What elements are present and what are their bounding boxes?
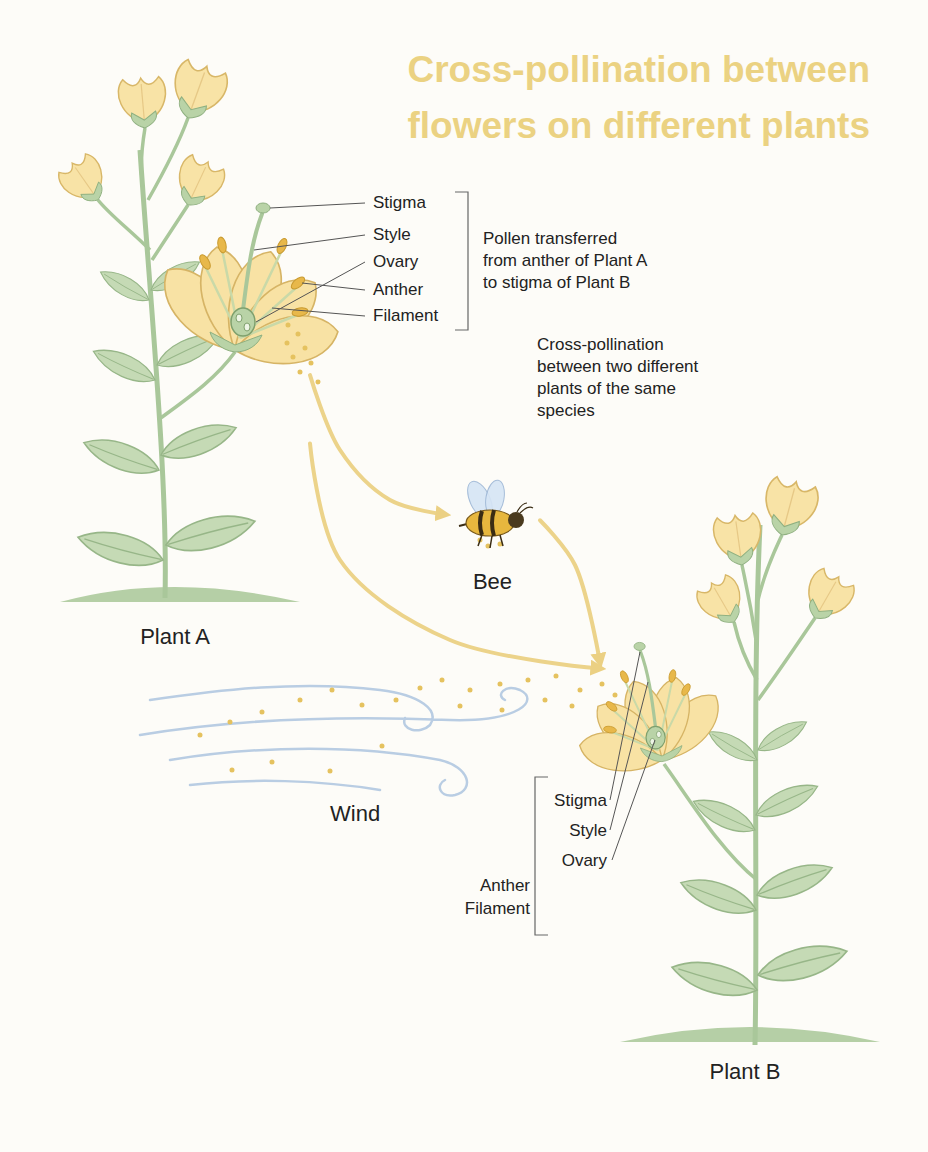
leaf [754, 937, 850, 989]
part-label: Style [480, 820, 607, 842]
part-label: Ovary [373, 251, 463, 273]
part-label: Style [373, 224, 463, 246]
pollen-path-arrow [540, 520, 600, 662]
leaf [676, 871, 760, 922]
agent-label: Wind [330, 801, 410, 827]
leader-lines [254, 203, 365, 322]
small-flower [55, 151, 116, 212]
leader-lines [610, 652, 655, 860]
leaf [753, 856, 837, 907]
leaf [89, 341, 160, 389]
bee-head [508, 512, 524, 528]
small-flower [164, 57, 232, 126]
part-label: Anther [420, 875, 530, 897]
plant-node: Plant B [600, 490, 890, 1085]
leaf [754, 714, 811, 757]
part-label: Filament [420, 898, 530, 920]
leaf [751, 776, 822, 824]
part-label: Stigma [480, 790, 607, 812]
pollen-path-arrow [310, 444, 600, 669]
bee-body [466, 510, 514, 536]
bee-legs [478, 535, 503, 548]
leaf [668, 954, 760, 1004]
part-label: Ovary [480, 850, 607, 872]
stem [755, 525, 760, 1045]
open-flower [150, 203, 342, 373]
bracket [535, 777, 548, 935]
plant-node: Plant A [40, 60, 310, 650]
small-flower [693, 572, 752, 632]
diagram-title: Cross-pollination between flowers on dif… [390, 42, 870, 154]
pollinator-node: Bee [445, 480, 540, 595]
bee-illustration [459, 478, 533, 548]
leaf [162, 507, 258, 559]
node-label: Bee [473, 569, 512, 595]
part-label: Stigma [373, 192, 463, 214]
ground [620, 1027, 880, 1042]
leaf [79, 431, 163, 482]
note-text: Pollen transferred from anther of Plant … [483, 228, 655, 294]
ground [60, 587, 300, 602]
leaf [157, 416, 241, 467]
pollen-path-arrow [310, 375, 445, 514]
leaf [704, 724, 761, 767]
bee-stripes [480, 510, 494, 536]
leaf [689, 791, 760, 839]
leaf [74, 524, 166, 574]
part-label: Anther [373, 279, 463, 301]
small-flower [168, 152, 229, 214]
note-text: Cross-pollination between two different … [537, 334, 712, 422]
bee-antennae [517, 503, 533, 513]
wind-swirls [140, 686, 527, 796]
node-label: Plant A [140, 624, 210, 650]
small-flower [757, 475, 821, 542]
small-flower [117, 76, 168, 130]
small-flower [796, 566, 859, 630]
node-label: Plant B [710, 1059, 781, 1085]
bracket [455, 192, 468, 330]
leaf [96, 264, 153, 307]
part-label: Filament [373, 305, 463, 327]
small-flower [712, 512, 766, 568]
